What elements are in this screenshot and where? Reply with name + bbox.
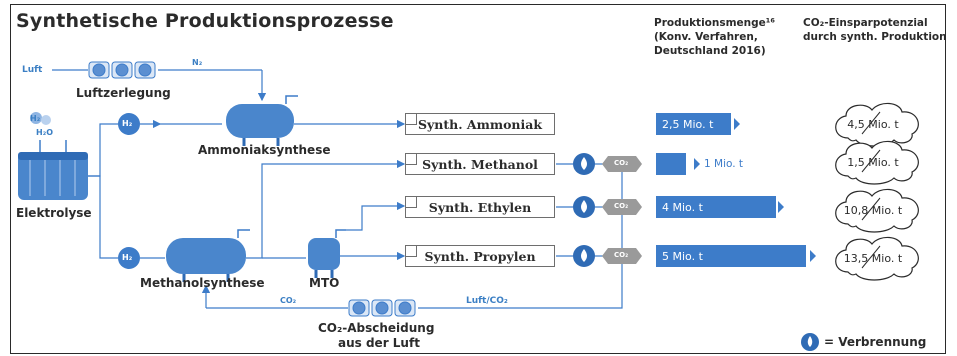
- elektrolyse-label: Elektrolyse: [16, 206, 92, 220]
- diagram-frame: [10, 4, 946, 354]
- capture-label-line1: CO₂-Abscheidung: [318, 321, 435, 335]
- electrolysis-tank-icon: [18, 140, 88, 200]
- production-bar-outside-label: 1 Mio. t: [704, 158, 744, 170]
- production-bar-propylen: 5 Mio. t: [656, 245, 806, 267]
- fold-corner-icon: [406, 114, 417, 125]
- co2-header-line2: durch synth. Produktion: [803, 31, 947, 43]
- hydrogen-lines: [88, 119, 222, 259]
- h2o-small-label: H₂O: [36, 128, 53, 137]
- production-header: Produktionsmenge¹⁶ (Konv. Verfahren, Deu…: [654, 16, 775, 58]
- air-line: [52, 69, 267, 102]
- product-box-ammoniak: Synth. Ammoniak: [405, 113, 555, 135]
- luftzerlegung-label: Luftzerlegung: [76, 86, 171, 100]
- production-bar-ethylen: 4 Mio. t: [656, 196, 776, 218]
- ammoniaksynthese-label: Ammoniaksynthese: [198, 143, 331, 157]
- n2-label: N₂: [192, 58, 203, 67]
- combustion-ethylen-flame-icon: [573, 196, 595, 218]
- capture-fan-icon: [348, 299, 416, 317]
- production-bar-label: 5 Mio. t: [662, 249, 703, 263]
- co2-saving-propylen: 13,5 Mio. t: [843, 252, 903, 265]
- mto-output-lines: [340, 201, 406, 261]
- co2-header: CO₂-Einsparpotenzial durch synth. Produk…: [803, 16, 947, 44]
- production-bar-ammoniak: 2,5 Mio. t: [656, 113, 731, 135]
- h2-small-label: H₂: [30, 114, 41, 123]
- mto-label: MTO: [309, 276, 340, 290]
- co2-badge-label: CO₂: [614, 159, 629, 167]
- product-name: Synth. Methanol: [422, 156, 538, 172]
- co2-header-line1: CO₂-Einsparpotenzial: [803, 17, 928, 29]
- methanol-output-lines: [246, 159, 406, 259]
- fan-icon: [88, 61, 156, 79]
- bar-arrow-heads: [694, 118, 816, 262]
- fold-corner-icon: [406, 246, 417, 257]
- fold-corner-icon: [406, 154, 417, 165]
- product-name: Synth. Ammoniak: [417, 116, 543, 132]
- cloud-strike-lines: [861, 111, 881, 269]
- sun-icon: [30, 112, 51, 125]
- luft-co2-label: Luft/CO₂: [466, 296, 508, 306]
- co2-saving-ethylen: 10,8 Mio. t: [843, 204, 903, 217]
- luft-label: Luft: [22, 65, 43, 75]
- fold-corner-icon: [406, 197, 417, 208]
- production-header-line1: Produktionsmenge¹⁶: [654, 17, 775, 29]
- methanol-reactor-icon: [166, 229, 250, 282]
- production-header-line2: (Konv. Verfahren,: [654, 31, 758, 43]
- h2-circle-bottom-icon: [118, 247, 140, 269]
- cloud-icons: [835, 102, 919, 281]
- product-name: Synth. Ethylen: [428, 199, 532, 215]
- production-header-line3: Deutschland 2016): [654, 45, 766, 57]
- production-bar-label: 2,5 Mio. t: [662, 117, 714, 131]
- combustion-methanol-flame-icon: [573, 153, 595, 175]
- h2-circle-bottom-label: H₂: [122, 253, 133, 262]
- co2-saving-methanol: 1,5 Mio. t: [847, 156, 899, 169]
- production-bar-methanol: [656, 153, 686, 175]
- legend-text: = Verbrennung: [824, 335, 927, 349]
- co2-badge-label: CO₂: [614, 202, 629, 210]
- co2-badge-label: CO₂: [614, 251, 629, 259]
- mto-reactor-icon: [308, 229, 346, 278]
- co2-return-line: [201, 172, 623, 309]
- h2-circle-top-icon: [118, 113, 140, 135]
- production-bar-label: 4 Mio. t: [662, 200, 703, 214]
- co2-badge-icons: [602, 156, 642, 264]
- h2-circle-top-label: H₂: [122, 119, 133, 128]
- product-box-methanol: Synth. Methanol: [405, 153, 555, 175]
- product-name: Synth. Propylen: [424, 248, 536, 264]
- product-box-ethylen: Synth. Ethylen: [405, 196, 555, 218]
- methanolsynthese-label: Methanolsynthese: [140, 276, 265, 290]
- co2-return-label: CO₂: [280, 296, 297, 305]
- combustion-propylen-flame-icon: [573, 245, 595, 267]
- ammonia-reactor-icon: [226, 95, 298, 146]
- product-box-propylen: Synth. Propylen: [405, 245, 555, 267]
- capture-label-line2: aus der Luft: [338, 336, 420, 350]
- diagram-title: Synthetische Produktionsprozesse: [16, 10, 394, 32]
- co2-saving-ammoniak: 4,5 Mio. t: [847, 118, 899, 131]
- legend-flame-icon: [801, 333, 819, 351]
